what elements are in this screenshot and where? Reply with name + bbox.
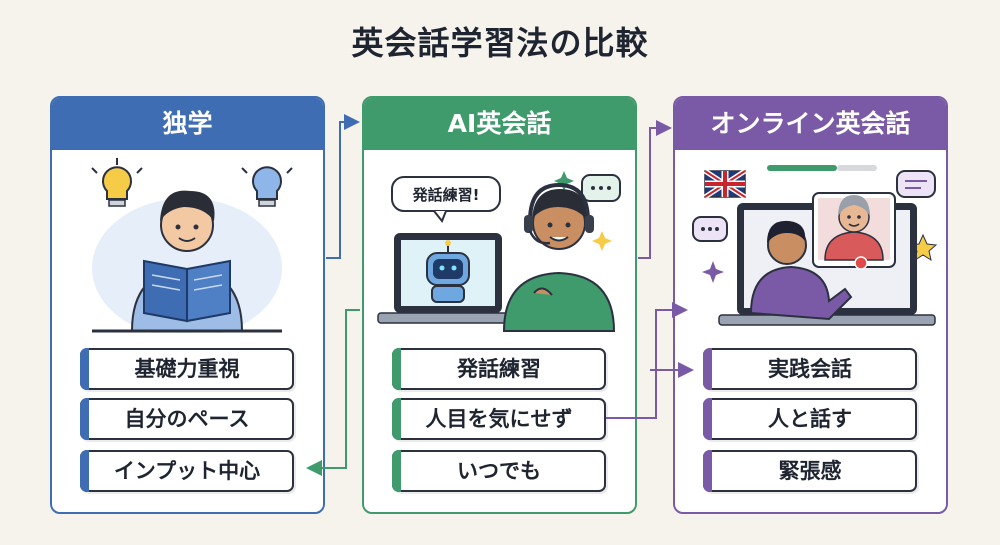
lightbulb-icon: [91, 158, 143, 207]
video-call-window: [812, 192, 896, 270]
sparkle-icon: [554, 171, 612, 251]
learner-figure: [749, 220, 853, 321]
uk-flag-icon: [703, 168, 747, 200]
lightbulb-icon: [241, 166, 293, 207]
robot-icon: [426, 240, 470, 303]
list-item: 実践会話: [703, 348, 917, 390]
page-title: 英会話学習法の比較: [351, 24, 649, 62]
card-heading: 独学: [52, 98, 323, 150]
man-with-headset: [502, 182, 616, 332]
list-item: 緊張感: [703, 450, 917, 492]
card-self-study: 独学: [50, 96, 325, 514]
ai-conversation-illustration: 発話練習!: [377, 171, 621, 332]
sparkle-icon: [702, 261, 724, 283]
list-item: 人と話す: [703, 398, 917, 440]
chat-bubble-icon: [896, 170, 936, 198]
card-ai-conversation: AI英会話 発話練習!: [362, 96, 637, 514]
list-item: 基礎力重視: [80, 348, 294, 390]
book-icon: [143, 259, 231, 323]
self-study-illustration: [91, 158, 293, 333]
chat-bubble-icon: [692, 216, 728, 242]
card-heading: オンライン英会話: [675, 98, 946, 150]
list-item: インプット中心: [80, 450, 294, 492]
list-item: 自分のペース: [80, 398, 294, 440]
online-conversation-illustration: [692, 165, 938, 326]
arrow-self-to-ai: [326, 114, 360, 259]
speech-bubble-text: 発話練習!: [412, 186, 480, 204]
list-item: 人目を気にせず: [392, 398, 606, 440]
chat-bubble-icon: [581, 174, 621, 202]
card-heading: AI英会話: [364, 98, 635, 150]
speech-bubble: 発話練習!: [391, 176, 501, 223]
list-item: 発話練習: [392, 348, 606, 390]
card-online-conversation: オンライン英会話: [673, 96, 948, 514]
headset-icon: [524, 182, 594, 245]
list-item: いつでも: [392, 450, 606, 492]
arrow-ai-to-online: [638, 120, 672, 259]
